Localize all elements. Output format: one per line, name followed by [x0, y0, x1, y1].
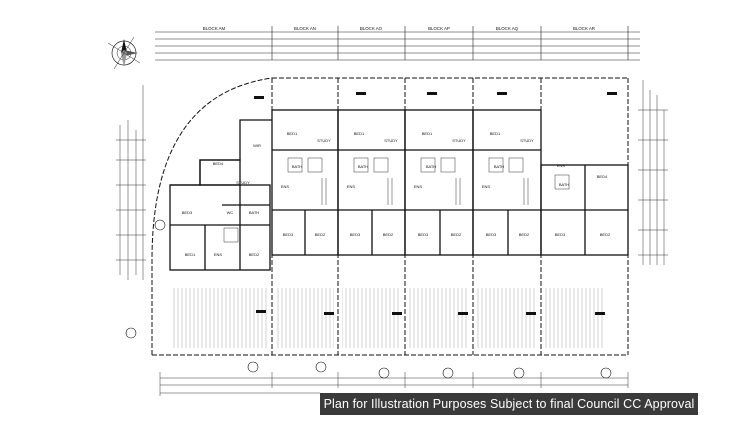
- room-label-ens-am: ENS: [214, 252, 223, 257]
- room-label-bed4-am: BED4: [213, 161, 224, 166]
- room-label-ens-aq: ENS: [482, 184, 491, 189]
- room-label-bed3-am: BED3: [182, 210, 193, 215]
- room-label-bath-ar: BATH: [559, 182, 569, 187]
- block-labels: BLOCK AM BLOCK AN BLOCK AO BLOCK AP BLOC…: [203, 26, 595, 31]
- room-label-bed1-ap: BED1: [422, 131, 433, 136]
- room-label-study-aq: STUDY: [520, 138, 534, 143]
- room-label-bath-am: BATH: [249, 210, 259, 215]
- block-label-an: BLOCK AN: [294, 26, 316, 31]
- room-label-bed1-an: BED1: [287, 131, 298, 136]
- room-label-bed2-an: BED2: [315, 232, 326, 237]
- room-label-bed1-am: BED1: [185, 252, 196, 257]
- room-label-bed2-aq: BED2: [519, 232, 530, 237]
- room-label-bed2-ao: BED2: [383, 232, 394, 237]
- wall-marks: [254, 92, 617, 315]
- room-label-study-an: STUDY: [317, 138, 331, 143]
- block-label-ap: BLOCK AP: [428, 26, 450, 31]
- room-label-bed2-ar: BED2: [600, 232, 611, 237]
- room-label-bed3-an: BED3: [283, 232, 294, 237]
- block-label-ar: BLOCK AR: [573, 26, 595, 31]
- room-label-bed4-ar: BED4: [597, 174, 608, 179]
- room-label-ens-an: ENS: [281, 184, 290, 189]
- room-label-wc-am: WC: [227, 210, 234, 215]
- room-label-bed2-am: BED2: [249, 252, 260, 257]
- room-label-bed3-ao: BED3: [350, 232, 361, 237]
- unit-walls: [169, 109, 629, 271]
- section-markers: [125, 219, 612, 379]
- block-label-aq: BLOCK AQ: [496, 26, 519, 31]
- block-label-ao: BLOCK AO: [360, 26, 383, 31]
- north-arrow-icon: [107, 36, 141, 70]
- approval-caption: Plan for Illustration Purposes Subject t…: [320, 393, 698, 415]
- room-label-bath-an: BATH: [292, 164, 302, 169]
- room-label-bath-ap: BATH: [426, 164, 436, 169]
- room-label-ens-ar: ENS: [557, 163, 566, 168]
- room-label-bath-ao: BATH: [358, 164, 368, 169]
- interior-fixtures: [223, 157, 570, 243]
- room-label-study-ap: STUDY: [452, 138, 466, 143]
- room-label-bed2-ap: BED2: [451, 232, 462, 237]
- room-label-bed3-aq: BED3: [486, 232, 497, 237]
- room-label-study-ao: STUDY: [384, 138, 398, 143]
- room-label-bed1-aq: BED1: [490, 131, 501, 136]
- left-dimension-lines: [116, 85, 146, 280]
- room-label-study-am: STUDY: [236, 180, 250, 185]
- courtyard-hatching: [172, 288, 603, 348]
- bottom-dimension-lines: [159, 372, 629, 396]
- room-label-wir-am: WIR: [253, 143, 261, 148]
- block-header-band: [155, 26, 640, 61]
- room-label-bed3-ar: BED3: [555, 232, 566, 237]
- room-label-ens-ao: ENS: [347, 184, 356, 189]
- room-label-bed1-ao: BED1: [354, 131, 365, 136]
- room-label-ens-ap: ENS: [414, 184, 423, 189]
- block-label-am: BLOCK AM: [203, 26, 226, 31]
- room-label-bed3-ap: BED3: [418, 232, 429, 237]
- room-labels: BED4 WIR STUDY BED3 WC BATH BED1 ENS BED…: [182, 131, 611, 257]
- room-label-bath-aq: BATH: [494, 164, 504, 169]
- right-dimension-lines: [638, 80, 668, 265]
